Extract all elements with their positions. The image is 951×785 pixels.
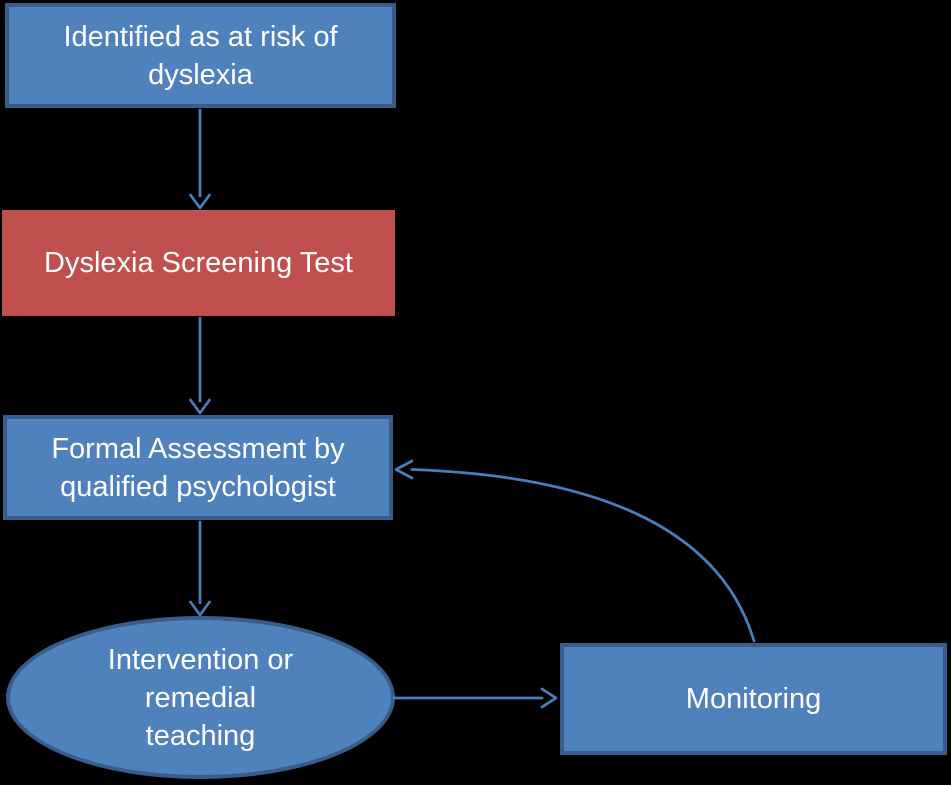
node-dyslexia-screening-test: Dyslexia Screening Test [2,210,395,316]
node-screening-text: Dyslexia Screening Test [44,247,353,279]
edge-monitoring-to-formal-curve [410,468,756,643]
edge-formal-to-intervention [189,520,211,617]
node-monitoring: Monitoring [560,643,947,755]
edge-intervention-to-monitoring [392,687,558,709]
node-formal-text-line2: qualified psychologist [60,470,336,503]
edge-formal-to-intervention-arrowhead [189,600,211,617]
edge-intervention-to-monitoring-arrowhead [540,687,558,709]
edge-screening-to-formal-arrowhead [189,398,211,415]
node-intervention-remedial-teaching: Intervention or remedial teaching [6,616,395,779]
node-identified-text-line2: dyslexia [148,58,253,91]
edge-identified-to-screening [189,108,211,210]
node-monitoring-text: Monitoring [685,683,822,715]
node-identified-text-line1: Identified as at risk of [63,20,338,53]
node-intervention-text-line3: teaching [145,719,256,752]
edge-monitoring-to-formal-feedback [394,459,756,643]
node-intervention-text-line2: remedial [144,681,257,714]
node-formal-assessment: Formal Assessment by qualified psycholog… [3,415,393,520]
node-intervention-text-line1: Intervention or [107,643,294,676]
node-formal-text-line1: Formal Assessment by [51,432,345,465]
edge-monitoring-to-formal-arrowhead [394,459,414,480]
edge-identified-to-screening-arrowhead [189,193,211,210]
edge-screening-to-formal [189,316,211,415]
node-identified-at-risk: Identified as at risk of dyslexia [5,3,396,108]
